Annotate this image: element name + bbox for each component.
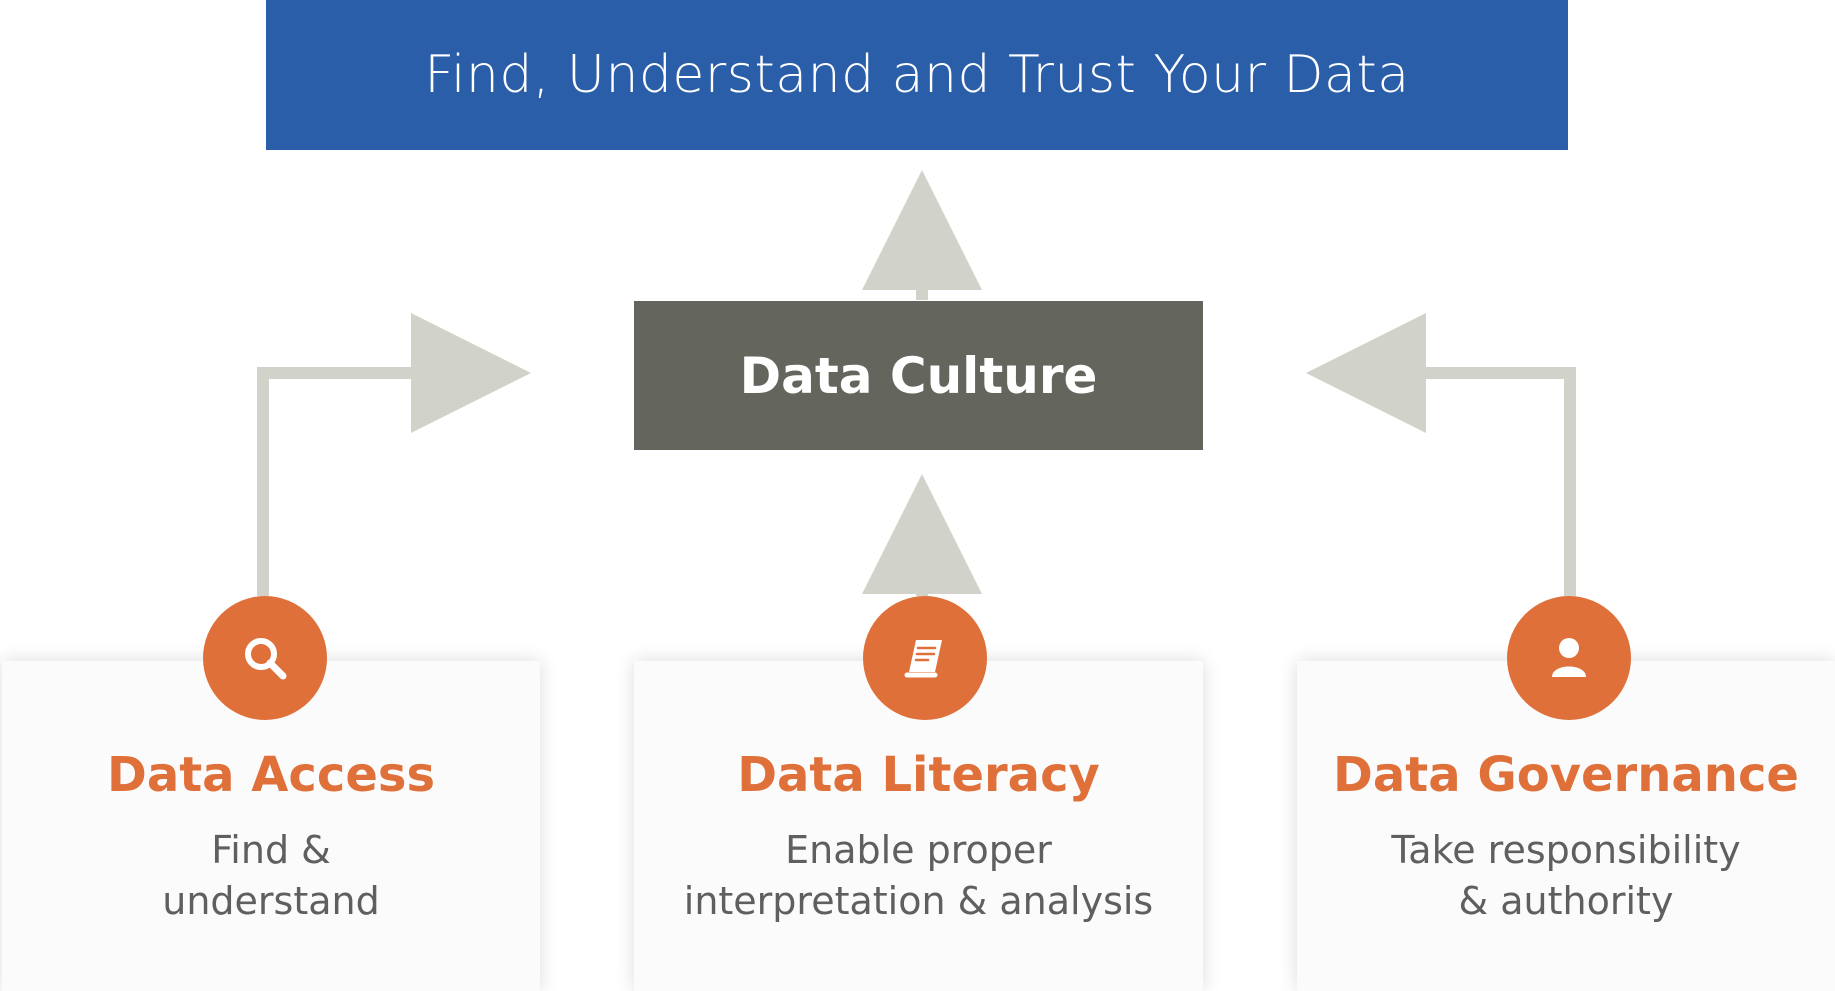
- top-banner: Find, Understand and Trust Your Data: [266, 0, 1568, 150]
- arrow-access-to-center: [257, 313, 531, 596]
- top-banner-title: Find, Understand and Trust Your Data: [424, 45, 1410, 105]
- data-culture-box: Data Culture: [634, 301, 1203, 450]
- data-access-badge: [203, 596, 327, 720]
- user-icon: [1544, 633, 1594, 683]
- data-governance-title: Data Governance: [1333, 747, 1799, 803]
- data-governance-card: Data Governance Take responsibility & au…: [1297, 661, 1835, 991]
- book-icon: [900, 633, 950, 683]
- data-governance-description: Take responsibility & authority: [1391, 828, 1741, 923]
- data-governance-badge: [1507, 596, 1631, 720]
- data-literacy-description: Enable proper interpretation & analysis: [683, 828, 1154, 923]
- arrow-governance-to-center: [1306, 313, 1576, 596]
- data-access-description: Find & understand: [162, 828, 380, 923]
- data-culture-title: Data Culture: [739, 346, 1098, 405]
- data-literacy-badge: [863, 596, 987, 720]
- data-literacy-title: Data Literacy: [737, 747, 1100, 803]
- data-access-title: Data Access: [106, 747, 436, 803]
- search-icon: [240, 633, 290, 683]
